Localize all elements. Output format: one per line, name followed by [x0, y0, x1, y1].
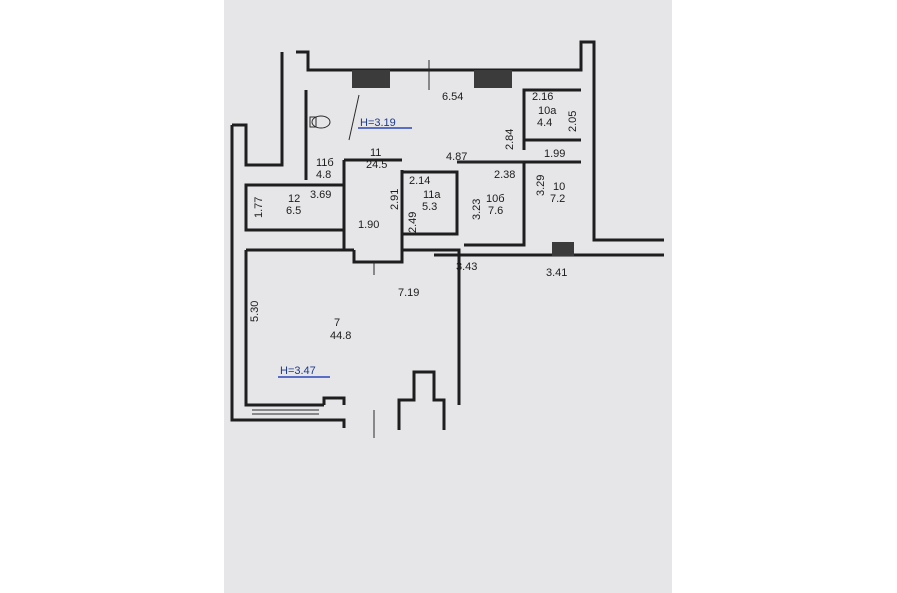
- room-number: 12: [288, 193, 300, 205]
- room-number: 11б: [316, 157, 334, 169]
- doors: [252, 60, 524, 438]
- room-area: 5.3: [422, 201, 437, 213]
- room-number: 10a: [538, 105, 557, 117]
- room-area: 44.8: [330, 330, 351, 342]
- room-area: 7.2: [550, 193, 565, 205]
- room-11a-walls: [400, 170, 459, 236]
- plan-sheet: H=3.19 H=3.47 7 44.8 10 7.2 10a 4.4 10б …: [224, 0, 672, 593]
- dimension-label: 2.38: [494, 169, 515, 181]
- vent-block-2: [474, 70, 512, 88]
- dimension-label: 2.84: [504, 129, 516, 150]
- dimension-label: 3.41: [546, 267, 567, 279]
- window-bay-right: [397, 370, 446, 430]
- room-area: 24.5: [366, 159, 387, 171]
- dimension-label: 3.29: [535, 175, 547, 196]
- dimension-label: 1.99: [544, 148, 565, 160]
- dimension-label: 3.23: [471, 199, 483, 220]
- outer-wall-upper: [296, 40, 664, 242]
- vent-blocks: [352, 70, 574, 256]
- room-number: 10б: [486, 193, 505, 205]
- height-label: H=3.19: [360, 117, 396, 129]
- outer-wall-upper-left: [232, 52, 284, 167]
- room-10a-walls: [522, 88, 581, 150]
- window-bay-left: [322, 396, 346, 405]
- dimension-label: 5.30: [249, 301, 261, 322]
- dimension-label: 3.69: [310, 189, 331, 201]
- wall-main-mid: [402, 248, 461, 405]
- room-area: 4.8: [316, 169, 331, 181]
- room-number: 7: [334, 317, 340, 329]
- inner-wall-left-lower: [244, 250, 324, 407]
- vent-block-3: [552, 242, 574, 256]
- dimension-label: 2.49: [407, 212, 419, 233]
- toilet-icon: [309, 115, 331, 129]
- room-number: 11: [370, 147, 381, 159]
- floor-plan: H=3.19 H=3.47 7 44.8 10 7.2 10a 4.4 10б …: [230, 40, 664, 438]
- height-label: H=3.47: [280, 365, 316, 377]
- room-area: 6.5: [286, 205, 301, 217]
- dimension-label: 2.16: [532, 91, 553, 103]
- dimension-label: 4.87: [446, 151, 467, 163]
- room-area: 4.4: [537, 117, 552, 129]
- dimension-label: 2.14: [409, 175, 430, 187]
- room-area: 7.6: [488, 205, 503, 217]
- door-arc-room11: [348, 94, 360, 141]
- dimension-label: 3.43: [456, 261, 477, 273]
- dimension-label: 2.91: [389, 189, 401, 210]
- dimension-label: 1.90: [358, 219, 379, 231]
- dimension-label: 7.19: [398, 287, 419, 299]
- dimension-label: 1.77: [253, 197, 265, 218]
- outer-wall-left: [230, 125, 346, 428]
- vent-block-1: [352, 70, 390, 88]
- doorway-room7: [352, 250, 404, 264]
- dimension-label: 6.54: [442, 91, 463, 103]
- room-number: 11a: [423, 189, 441, 201]
- room-number: 10: [553, 181, 565, 193]
- dimension-label: 2.05: [567, 111, 579, 132]
